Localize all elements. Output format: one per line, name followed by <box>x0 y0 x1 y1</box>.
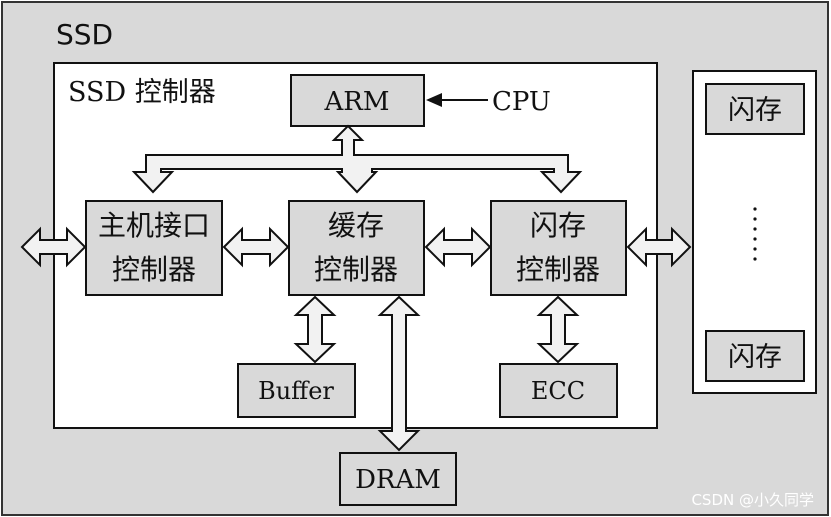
dram-box <box>339 452 457 506</box>
cache-flash-arrow <box>424 226 492 268</box>
buffer-label: Buffer <box>258 377 334 405</box>
flash-chip-top-label: 闪存 <box>728 95 782 126</box>
host-cache-arrow <box>222 226 290 268</box>
flash-storage-arrow <box>626 226 692 268</box>
watermark: CSDN @小久同学 <box>691 491 814 509</box>
controller-label: SSD 控制器 <box>68 77 216 108</box>
ssd-label: SSD <box>56 18 113 51</box>
flash-chip-bottom <box>705 330 805 382</box>
ellipsis-dots <box>753 207 757 261</box>
cache-controller-line1: 缓存 <box>328 209 384 242</box>
flash-chip-top <box>705 83 805 135</box>
buffer-box <box>237 363 356 418</box>
flash-controller-line1: 闪存 <box>530 209 586 242</box>
cache-controller-line2: 控制器 <box>314 253 398 286</box>
host-interface-line2: 控制器 <box>112 253 196 286</box>
host-interface-line1: 主机接口 <box>98 209 210 242</box>
cache-controller-box <box>288 200 425 296</box>
arm-box <box>290 74 425 127</box>
cache-dram-arrow <box>377 295 421 452</box>
host-interface-controller-box <box>85 200 223 296</box>
cpu-label: CPU <box>492 87 551 117</box>
cache-buffer-arrow <box>293 295 337 364</box>
flash-chip-bottom-label: 闪存 <box>728 342 782 373</box>
flash-controller-box <box>490 200 627 296</box>
dram-label: DRAM <box>355 465 441 495</box>
ecc-label: ECC <box>531 377 585 405</box>
arm-label: ARM <box>324 87 390 117</box>
flash-controller-line2: 控制器 <box>516 253 600 286</box>
ecc-box <box>499 363 618 418</box>
cpu-arrow-head <box>426 93 442 107</box>
system-bus-arrow <box>131 124 583 194</box>
external-host-arrow <box>20 226 87 268</box>
flash-ecc-arrow <box>536 295 580 364</box>
